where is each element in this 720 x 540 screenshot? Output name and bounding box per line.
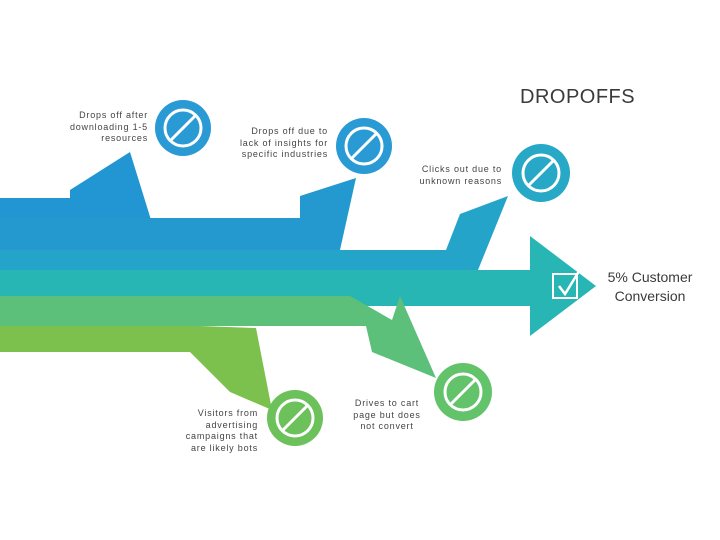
dropoff-note-insights: Drops off due to lack of insights for sp… — [239, 126, 328, 159]
prohibited-icon — [512, 144, 570, 202]
diagram-title: DROPOFFS — [520, 86, 636, 108]
dropoff-note-unknown: Clicks out due to unknown reasons — [419, 164, 502, 186]
checkbox-icon — [552, 267, 583, 299]
prohibited-icon — [155, 100, 211, 156]
dropoff-band-cart — [0, 296, 436, 378]
prohibited-icon — [336, 118, 392, 174]
prohibited-icon — [267, 390, 323, 446]
dropoff-note-resources: Drops off after downloading 1-5 resource… — [69, 110, 148, 143]
dropoff-note-cart: Drives to cart page but does not convert — [353, 398, 421, 431]
dropoff-band-bots — [0, 326, 272, 410]
dropoff-note-bots: Visitors from advertising campaigns that… — [185, 408, 258, 453]
dropoff-band-resources — [0, 152, 156, 236]
dropoff-band-unknown — [0, 196, 508, 270]
conversion-band — [0, 236, 596, 336]
dropoff-band-insights — [0, 178, 356, 250]
conversion-label: 5% Customer Conversion — [607, 269, 693, 304]
prohibited-icon — [434, 363, 492, 421]
